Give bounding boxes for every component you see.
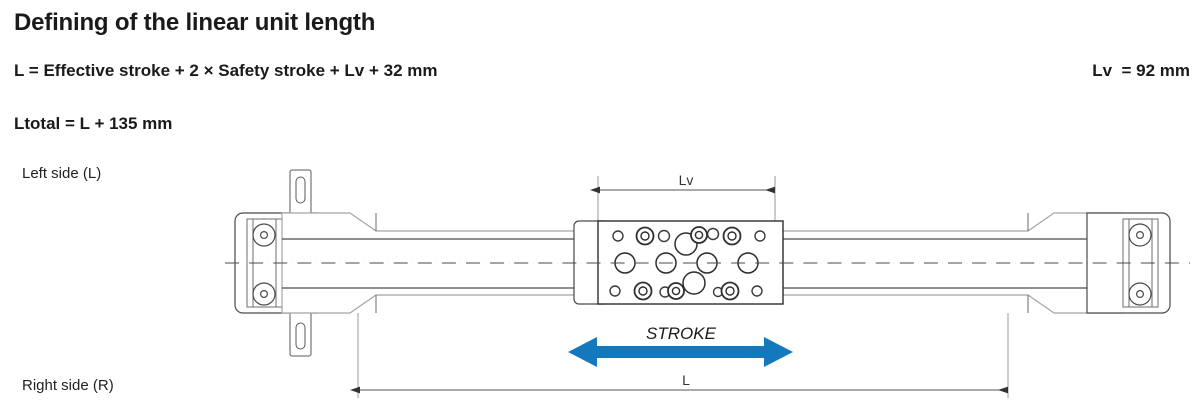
page-title: Defining of the linear unit length [14,9,376,36]
carriage-block [573,220,784,305]
formula-lv-value: Lv = 92 mm [1092,61,1190,80]
lv-dimension-label: Lv [679,172,694,188]
l-dimension-label: L [682,372,690,388]
mounting-tab-top [289,169,312,216]
formula-length: L = Effective stroke + 2 × Safety stroke… [14,61,438,80]
carriage-hole-pattern [609,226,766,301]
stroke-label: STROKE [646,324,717,343]
stroke-arrow [568,337,793,367]
stroke-indicator: STROKE [568,324,793,367]
label-right-side: Right side (R) [22,377,114,394]
mounting-tab-bottom [289,310,312,357]
l-dimension: L [350,313,1009,398]
label-left-side: Left side (L) [22,165,102,182]
formula-total-length: Ltotal = L + 135 mm [14,114,173,133]
